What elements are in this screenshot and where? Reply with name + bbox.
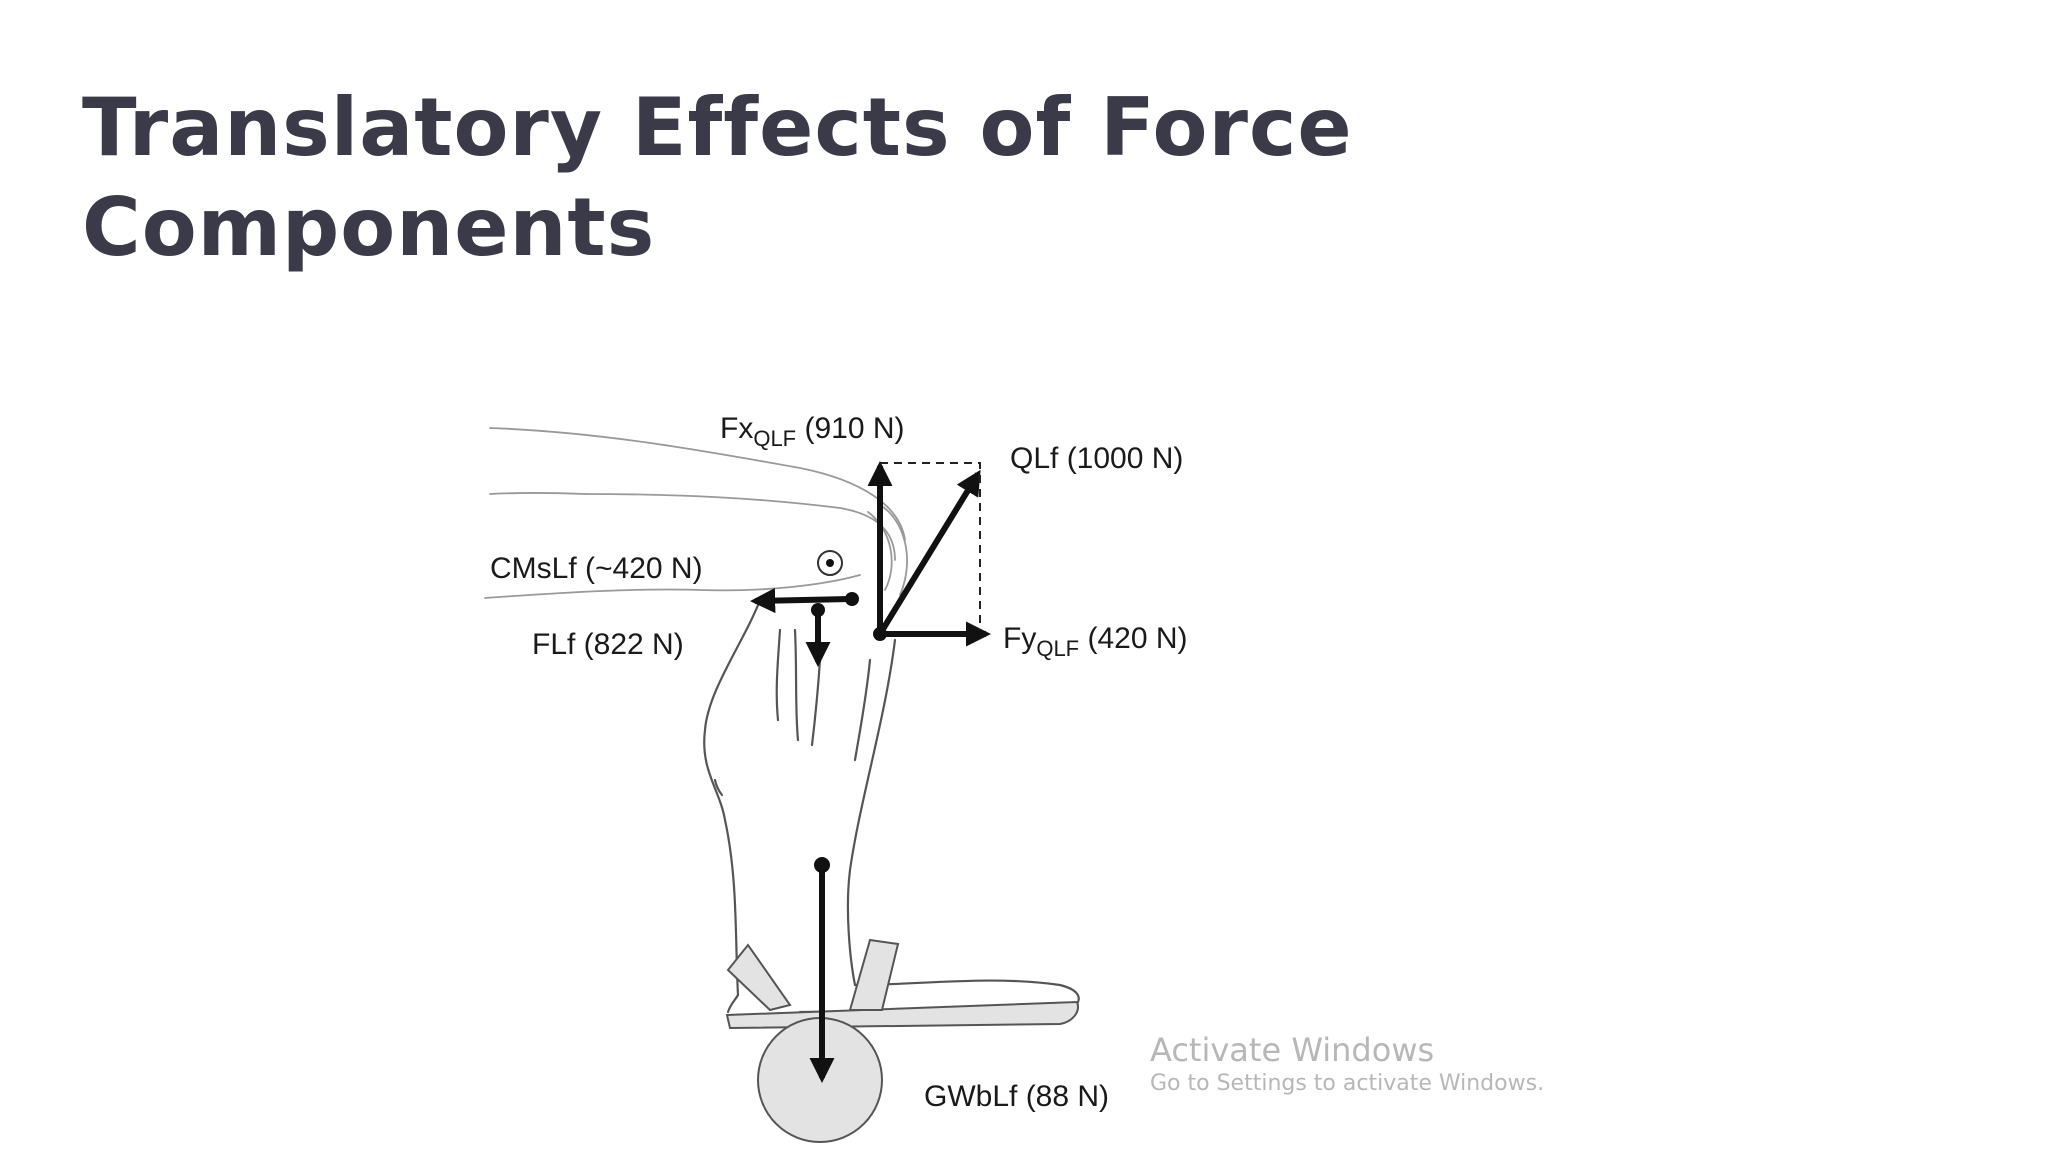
foot-outline [725,938,1080,1030]
force-origin-point [873,627,887,641]
knee-outline [817,504,908,596]
fy-qlf-label: FyQLF (420 N) [1003,622,1188,661]
lower-leg-outline [703,598,897,997]
qlf-label: QLf (1000 N) [1010,442,1183,475]
watermark-subtitle: Go to Settings to activate Windows. [1150,1071,1545,1096]
gwblf-label: GWbLf (88 N) [924,1080,1109,1113]
watermark-title: Activate Windows [1150,1031,1435,1069]
cmslf-origin-point [845,592,859,606]
qlf-vector [877,469,981,636]
activate-windows-watermark: Activate Windows Go to Settings to activ… [1150,1030,1544,1098]
flf-origin-point [811,603,825,617]
gwblf-origin-point [814,857,830,873]
cmslf-vector [749,587,851,614]
cmslf-label: CMsLf (~420 N) [490,552,703,585]
slide-title-line-2: Components [82,181,656,274]
thigh-outline [484,427,906,599]
slide-title: Translatory Effects of Force Components [82,78,1582,278]
flf-label: FLf (822 N) [532,628,684,661]
fx-qlf-label: FxQLF (910 N) [720,412,905,451]
parallelogram-dashes [880,462,981,630]
slide-title-line-1: Translatory Effects of Force [82,81,1353,174]
